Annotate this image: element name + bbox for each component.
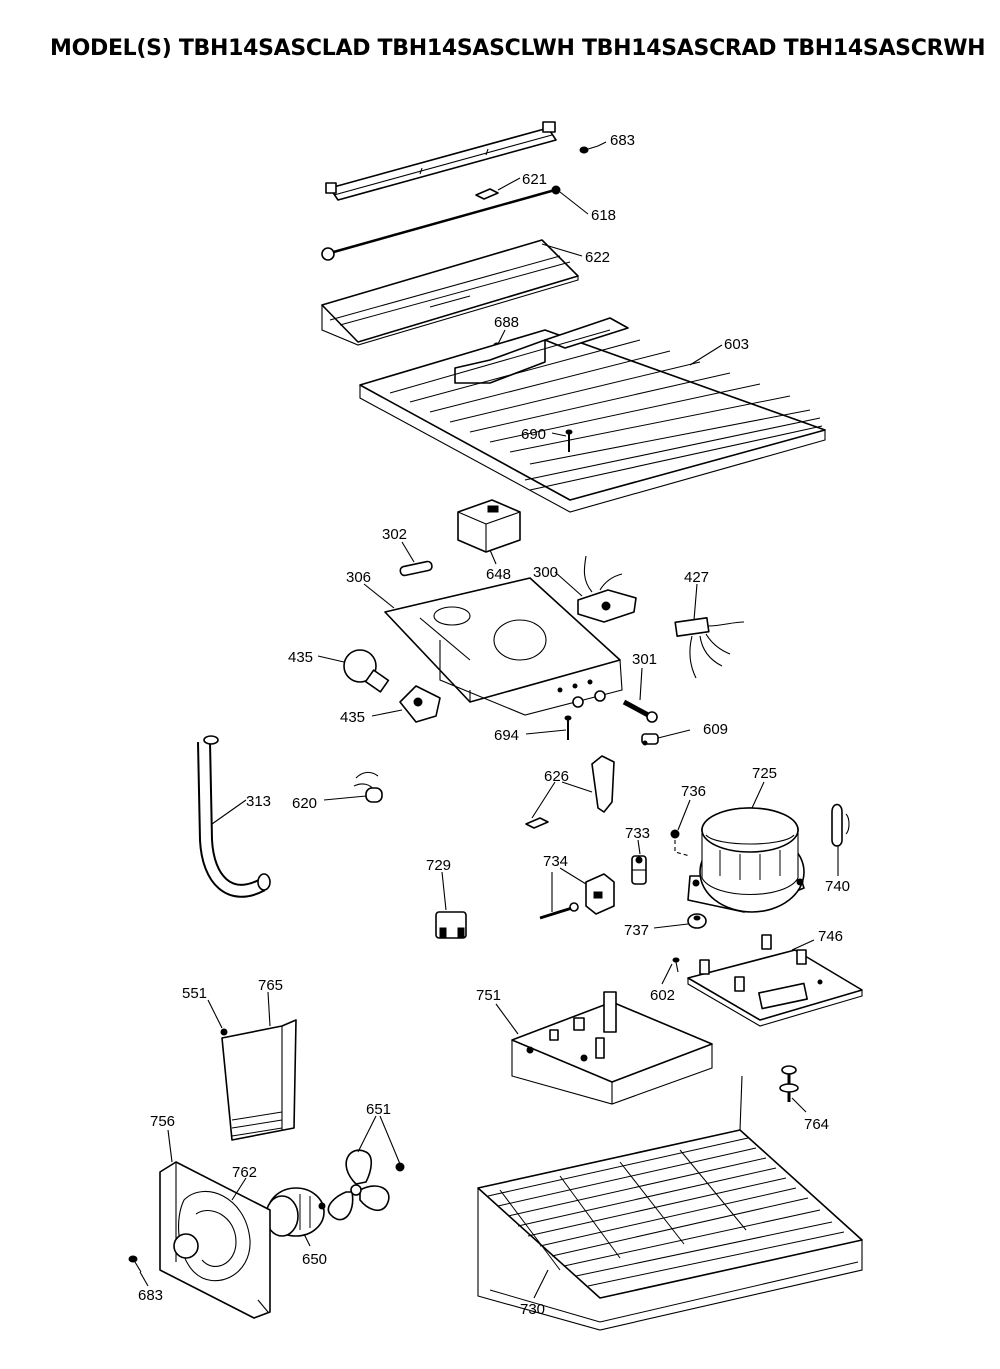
- part-733-relay: [631, 855, 647, 885]
- callout-683-bottom: 683: [138, 1287, 163, 1304]
- callout-733: 733: [625, 825, 650, 842]
- part-746-base-plate: [687, 934, 863, 1027]
- callout-301: 301: [632, 651, 657, 668]
- callout-690: 690: [521, 426, 546, 443]
- part-620: [353, 771, 383, 803]
- callout-740: 740: [825, 878, 850, 895]
- part-618-rod: [321, 185, 561, 261]
- part-306-housing: [384, 577, 623, 716]
- callout-618: 618: [591, 207, 616, 224]
- part-765-cover: [221, 1019, 297, 1141]
- callout-694: 694: [494, 727, 519, 744]
- part-300-switch: [577, 555, 637, 623]
- callout-725: 725: [752, 765, 777, 782]
- part-435-socket: [399, 685, 441, 723]
- part-650-fan-motor: [265, 1187, 326, 1237]
- callout-751: 751: [476, 987, 501, 1004]
- part-622-trough: [321, 239, 579, 346]
- part-603-shelf: [359, 317, 826, 513]
- callout-736: 736: [681, 783, 706, 800]
- callout-603: 603: [724, 336, 749, 353]
- callout-435-bulb: 435: [288, 649, 313, 666]
- callout-764: 764: [804, 1116, 829, 1133]
- callout-313: 313: [246, 793, 271, 810]
- callout-labels: 683 621 618 622 688 603 690 302 648 300 …: [138, 132, 850, 1318]
- callout-651: 651: [366, 1101, 391, 1118]
- part-683-screw: [579, 145, 599, 154]
- callout-609: 609: [703, 721, 728, 738]
- part-602-screw: [672, 957, 680, 973]
- part-729: [435, 911, 467, 939]
- callout-300: 300: [533, 564, 558, 581]
- callout-762: 762: [232, 1164, 257, 1181]
- callout-729: 729: [426, 857, 451, 874]
- callout-746: 746: [818, 928, 843, 945]
- callout-626: 626: [544, 768, 569, 785]
- leader-lines: [139, 141, 839, 1299]
- callout-602: 602: [650, 987, 675, 1004]
- part-551-screw: [220, 1028, 228, 1036]
- part-609-clip: [641, 733, 659, 746]
- part-690-screw: [565, 429, 573, 452]
- part-651-fan-blade: [327, 1149, 405, 1221]
- part-427-connector: [674, 617, 745, 679]
- callout-650: 650: [302, 1251, 327, 1268]
- part-302-shaft: [399, 560, 433, 577]
- part-435-bulb: [343, 649, 390, 693]
- callout-648: 648: [486, 566, 511, 583]
- callout-765: 765: [258, 977, 283, 994]
- callout-756: 756: [150, 1113, 175, 1130]
- part-648-thermostat: [457, 499, 521, 553]
- part-756-shroud: [159, 1161, 271, 1319]
- part-725-compressor: [687, 807, 805, 913]
- part-737-grommet: [687, 913, 707, 929]
- part-736-screw: [670, 829, 691, 857]
- part-626-bracket: [525, 755, 615, 829]
- callout-302: 302: [382, 526, 407, 543]
- callout-621: 621: [522, 171, 547, 188]
- model-title: MODEL(S) TBH14SASCLAD TBH14SASCLWH TBH14…: [50, 36, 986, 61]
- part-621-rail: [325, 121, 557, 201]
- callout-683: 683: [610, 132, 635, 149]
- part-301-screw: [622, 699, 658, 723]
- part-clip: [475, 188, 499, 200]
- part-683-screw-bottom: [128, 1255, 142, 1273]
- part-740-clip: [831, 803, 850, 847]
- callout-306: 306: [346, 569, 371, 586]
- callout-622: 622: [585, 249, 610, 266]
- callout-734: 734: [543, 853, 568, 870]
- part-751-drain-pan: [511, 991, 713, 1105]
- part-730-condenser: [477, 1075, 863, 1331]
- callout-551: 551: [182, 985, 207, 1002]
- callout-427: 427: [684, 569, 709, 586]
- part-734-overload: [539, 873, 615, 920]
- callout-688: 688: [494, 314, 519, 331]
- callout-730: 730: [520, 1301, 545, 1318]
- part-694-screw: [564, 715, 572, 740]
- callout-620: 620: [292, 795, 317, 812]
- part-313-drain-tube: [197, 735, 271, 898]
- part-764-bolt: [779, 1065, 799, 1102]
- callout-737: 737: [624, 922, 649, 939]
- callout-435-socket: 435: [340, 709, 365, 726]
